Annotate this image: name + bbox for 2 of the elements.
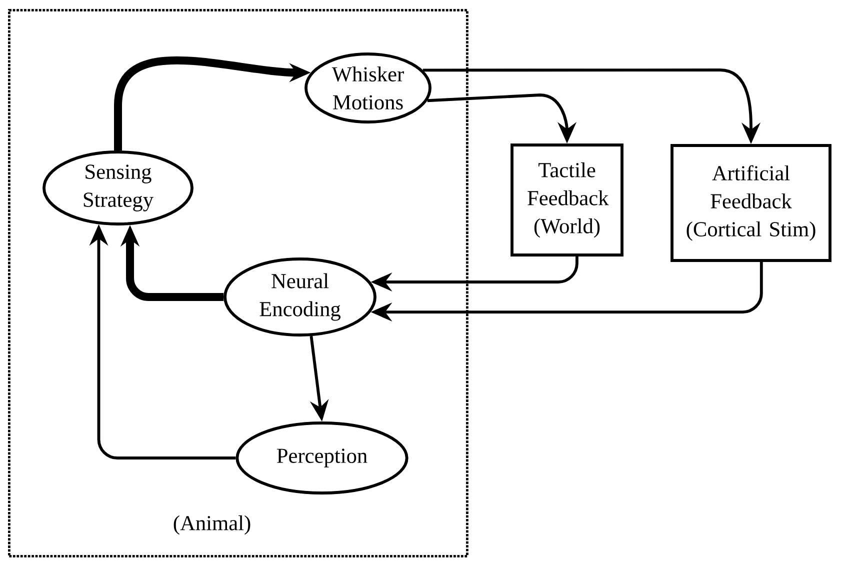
feedback-box: Artificial Feedback (Cortical Stim) — [670, 144, 832, 262]
feedback-box: Tactile Feedback (World) — [510, 144, 624, 256]
